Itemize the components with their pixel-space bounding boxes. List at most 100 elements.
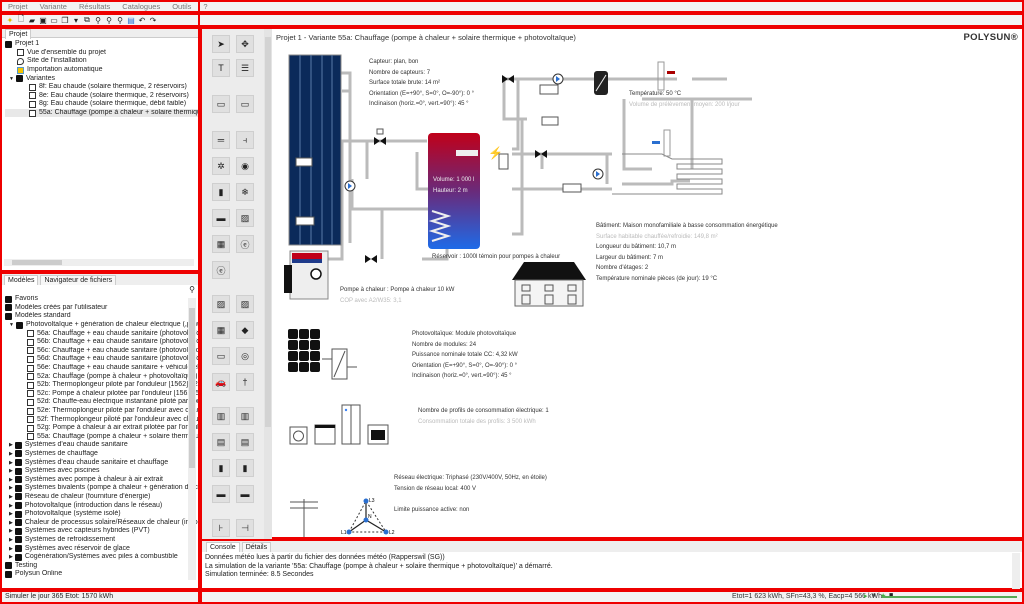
menu-outils[interactable]: Outils: [172, 2, 192, 11]
tree-template[interactable]: 52c: Pompe à chaleur pilotée par l'ondul…: [5, 390, 198, 399]
controller-icon[interactable]: [498, 153, 509, 170]
tree-folder-favoris[interactable]: Favoris: [5, 295, 198, 304]
hx2-tool-icon[interactable]: ▤: [236, 433, 254, 451]
scrollbar-thumb[interactable]: [189, 308, 195, 468]
tree-category[interactable]: ▶Photovoltaïque (système isolé): [9, 510, 121, 518]
menu-catalogues[interactable]: Catalogues: [122, 2, 161, 11]
menu-resultats[interactable]: Résultats: [78, 2, 111, 11]
pylon-tool-icon[interactable]: †: [236, 373, 254, 391]
copy-icon[interactable]: ❐: [61, 15, 69, 25]
storage-tank-icon[interactable]: Volume: 1 000 l Hauteur: 2 m: [428, 133, 480, 249]
tree-template[interactable]: 52f: Thermoplongeur piloté par l'onduleu…: [5, 415, 198, 424]
text-tool-icon[interactable]: T: [212, 59, 230, 77]
hx-tool-icon[interactable]: ▤: [212, 433, 230, 451]
radiator-tool-icon[interactable]: ▦: [212, 235, 230, 253]
open-icon[interactable]: ▰: [28, 15, 36, 25]
tree-category[interactable]: ▶Photovoltaïque (introduction dans le ré…: [9, 501, 163, 510]
mixing-valve-icon[interactable]: [535, 150, 547, 158]
heatpump2-tool-icon[interactable]: ⓔ: [212, 261, 230, 279]
chart-icon[interactable]: ▤: [127, 15, 135, 25]
pump-icon[interactable]: [592, 168, 604, 180]
tree-template[interactable]: 52g: Pompe à chaleur à air extrait pilot…: [5, 424, 198, 433]
delete-icon[interactable]: ▾: [73, 15, 78, 25]
run-icon[interactable]: ▸: [864, 593, 868, 600]
tree-variant-selected[interactable]: 55a: Chauffage (pompe à chaleur + solair…: [5, 108, 198, 118]
tree-folder-standard[interactable]: Modèles standard: [5, 312, 198, 321]
new-wizard-icon[interactable]: ✦: [6, 15, 14, 25]
tree-category[interactable]: ▶Chaleur de processus solaire/Réseaux de…: [9, 518, 198, 527]
radiator-icon[interactable]: [652, 129, 671, 157]
tree-template[interactable]: 52a: Chauffage (pompe à chaleur + photov…: [5, 372, 198, 381]
tree-category[interactable]: ▶Cogénération/Systèmes avec piles à comb…: [9, 553, 178, 561]
menu-help[interactable]: ?: [203, 2, 208, 11]
controller-icon[interactable]: [295, 216, 315, 226]
chp-tool-icon[interactable]: ▮: [212, 459, 230, 477]
storage2-tool-icon[interactable]: ▥: [236, 407, 254, 425]
tree-template[interactable]: 56e: Chauffage + eau chaude sanitaire + …: [5, 364, 198, 373]
tree-template[interactable]: 52b: Thermoplongeur piloté par l'onduleu…: [5, 381, 198, 390]
tab-file-browser[interactable]: Navigateur de fichiers: [40, 275, 117, 285]
horizontal-scrollbar[interactable]: [4, 259, 194, 266]
three-phase-star-icon[interactable]: L1 L2 L3 N: [341, 498, 395, 536]
tab-projet[interactable]: Projet: [5, 29, 32, 39]
tree-item-site[interactable]: Site de l'installation: [5, 57, 198, 66]
tank-tool-icon[interactable]: ❄: [236, 183, 254, 201]
car-tool-icon[interactable]: 🚗: [212, 373, 230, 391]
redo-icon[interactable]: ↷: [149, 15, 157, 25]
menu-variante[interactable]: Variante: [39, 2, 67, 11]
heat-exchanger-icon[interactable]: [594, 71, 608, 95]
mixing-valve-icon[interactable]: [374, 128, 386, 145]
lines-tool-icon[interactable]: ☰: [236, 59, 254, 77]
select-tool-icon[interactable]: ➤: [212, 35, 230, 53]
tree-template[interactable]: 52d: Chauffe-eau électrique instantané p…: [5, 398, 198, 407]
move-tool-icon[interactable]: ✥: [236, 35, 254, 53]
mixing-valve-icon[interactable]: [502, 75, 514, 83]
tab-modeles[interactable]: Modèles: [4, 275, 39, 285]
pv2-tool-icon[interactable]: ◆: [236, 321, 254, 339]
tree-template[interactable]: 55a: Chauffage (pompe à chaleur + solair…: [5, 433, 198, 442]
tree-template[interactable]: 56a: Chauffage + eau chaude sanitaire (p…: [5, 329, 198, 338]
tree-template[interactable]: 56b: Chauffage + eau chaude sanitaire (p…: [5, 338, 198, 347]
rectangle-icon[interactable]: ▭: [50, 15, 58, 25]
tree-category[interactable]: ▶Systèmes d'eau chaude sanitaire et chau…: [9, 458, 169, 467]
tree-category[interactable]: ▶Systèmes bivalents (pompe à chaleur + g…: [9, 484, 198, 492]
solar-collector-icon[interactable]: [288, 54, 342, 246]
new-icon[interactable]: 🗋: [17, 14, 25, 23]
battery-tool-icon[interactable]: ▭: [212, 347, 230, 365]
zoom-in-icon[interactable]: ⚲: [95, 15, 101, 25]
tree-category[interactable]: ▶Réseau de chaleur (fourniture d'énergie…: [9, 492, 151, 501]
heatpump-tool-icon[interactable]: ⓔ: [236, 235, 254, 253]
heater-tool-icon[interactable]: ▬: [212, 209, 230, 227]
vertical-scrollbar[interactable]: [188, 298, 196, 580]
tree-template[interactable]: 52e: Thermoplongeur piloté par l'onduleu…: [5, 407, 198, 416]
washer-tool-icon[interactable]: ◎: [236, 347, 254, 365]
controller-icon[interactable]: [295, 157, 313, 167]
system-diagram-canvas[interactable]: Projet 1 - Variante 55a: Chauffage (pomp…: [272, 27, 1024, 539]
out-tool-icon[interactable]: ⊣: [236, 519, 254, 537]
tree-category[interactable]: ▶Systèmes de chauffage: [9, 449, 98, 458]
scrollbar-thumb[interactable]: [265, 37, 271, 427]
boiler-tool-icon[interactable]: ▮: [212, 183, 230, 201]
tree-variant[interactable]: 8g: Eau chaude (solaire thermique, débit…: [5, 100, 198, 109]
controller-icon[interactable]: [541, 116, 559, 126]
valve-tool-icon[interactable]: ✲: [212, 157, 230, 175]
controller2-tool-icon[interactable]: ▭: [236, 95, 254, 113]
search-icon[interactable]: ⚲: [189, 285, 195, 294]
tree-item-overview[interactable]: Vue d'ensemble du projet: [5, 49, 198, 58]
building-icon[interactable]: [512, 262, 586, 307]
export-icon[interactable]: ⧉: [84, 15, 90, 24]
tab-details[interactable]: Détails: [241, 542, 272, 552]
tree-category-open[interactable]: ▼Photovoltaïque + génération de chaleur …: [9, 321, 198, 329]
controller-icon[interactable]: [562, 183, 582, 193]
inverter-icon[interactable]: [322, 348, 357, 380]
tab-console[interactable]: Console: [206, 542, 240, 552]
save-icon[interactable]: ▣: [39, 15, 47, 25]
pipe-tool-icon[interactable]: ═: [212, 131, 230, 149]
storage-tool-icon[interactable]: ▥: [212, 407, 230, 425]
dhw-tap-icon[interactable]: [657, 61, 675, 91]
tree-variant[interactable]: 8f: Eau chaude (solaire thermique, 2 rés…: [5, 83, 198, 92]
controller-tool-icon[interactable]: ▭: [212, 95, 230, 113]
stop-icon[interactable]: ■: [889, 592, 893, 599]
undo-icon[interactable]: ↶: [138, 15, 146, 25]
heat-pump-icon[interactable]: [284, 250, 329, 300]
